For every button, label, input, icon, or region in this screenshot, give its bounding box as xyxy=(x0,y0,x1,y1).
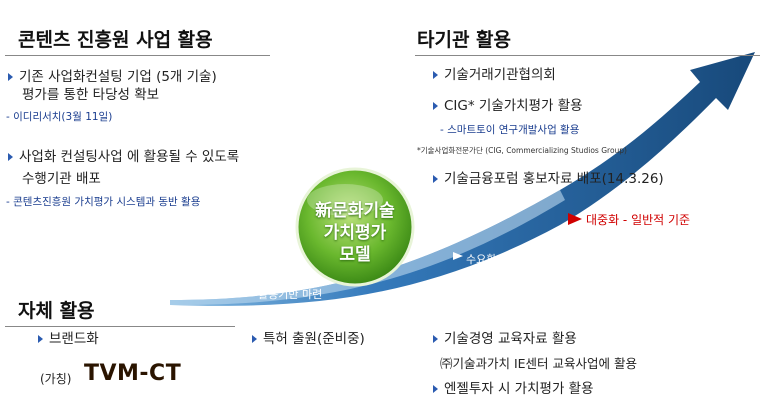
list-item-continuation: 평가를 통한 타당성 확보 xyxy=(22,87,160,103)
stage-label-popularization: 대중화 - 일반적 기준 xyxy=(586,213,691,227)
bullet-icon xyxy=(38,335,43,343)
sub-note: - 이디리서치(3월 11일) xyxy=(6,111,113,123)
bullet-icon xyxy=(433,385,438,393)
bullet-icon xyxy=(8,153,13,161)
list-item: 브랜드화 xyxy=(38,330,99,348)
list-item: 기술경영 교육자료 활용 xyxy=(433,330,577,348)
sub-note: - 콘텐츠진흥원 가치평가 시스템과 동반 활용 xyxy=(6,196,201,208)
stage-label-demand: 수요확대 xyxy=(466,253,507,266)
sub-note: ㈜기술과가치 IE센터 교육사업에 활용 xyxy=(440,356,638,371)
list-item-continuation: 수행기관 배포 xyxy=(22,171,101,187)
list-item: 특허 출원(준비중) xyxy=(252,330,365,348)
bullet-icon xyxy=(433,71,438,79)
sub-note: - 스마트토이 연구개발사업 활용 xyxy=(440,124,580,136)
bullet-icon xyxy=(8,73,13,81)
list-item: 기술금융포럼 홍보자료 배포(14.3.26) xyxy=(433,170,664,188)
brand-name: TVM-CT xyxy=(84,361,182,386)
list-item: 사업화 컨설팅사업 에 활용될 수 있도록 xyxy=(8,148,239,166)
center-model-label: 新문화기술 가치평가 모델 xyxy=(315,201,395,265)
section-title-kocca: 콘텐츠 진흥원 사업 활용 xyxy=(18,29,213,51)
bullet-icon xyxy=(433,102,438,110)
bullet-icon xyxy=(252,335,257,343)
brand-prefix: (가칭) xyxy=(40,372,72,386)
list-item: 엔젤투자 시 가치평가 활용 xyxy=(433,380,594,398)
divider xyxy=(5,55,270,56)
list-item: CIG* 기술가치평가 활용 xyxy=(433,97,583,115)
list-item: 기존 사업화컨설팅 기업 (5개 기술) xyxy=(8,68,217,86)
divider xyxy=(415,55,760,56)
section-title-other-agencies: 타기관 활용 xyxy=(417,29,512,51)
section-title-self-use: 자체 활용 xyxy=(18,300,95,322)
divider xyxy=(5,326,235,327)
bullet-icon xyxy=(433,175,438,183)
list-item: 기술거래기관협의회 xyxy=(433,66,556,84)
stage-label-foundation: 활용기반 마련 xyxy=(258,288,323,301)
footnote: *기술사업화전문가단 (CIG, Commercializing Studios… xyxy=(417,146,627,155)
bullet-icon xyxy=(433,335,438,343)
